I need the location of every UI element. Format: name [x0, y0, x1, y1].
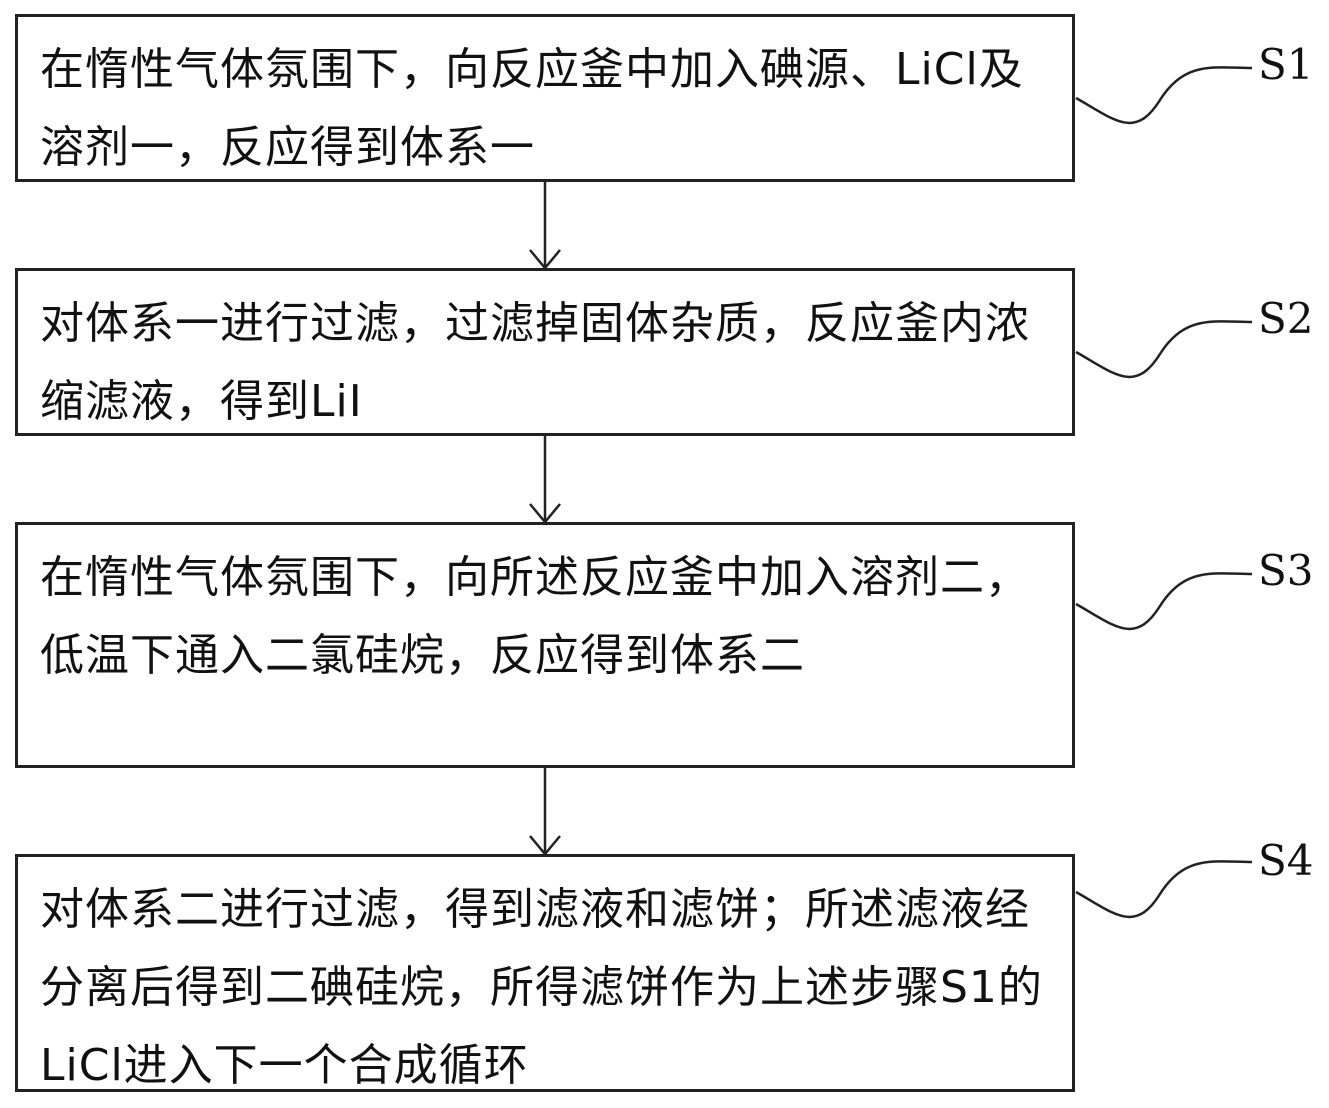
leader-line-s2: [1075, 320, 1253, 379]
step-box-s2: 对体系一进行过滤，过滤掉固体杂质，反应釜内浓缩滤液，得到LiI: [15, 268, 1075, 436]
step-box-s4: 对体系二进行过滤，得到滤液和滤饼；所述滤液经分离后得到二碘硅烷，所得滤饼作为上述…: [15, 854, 1075, 1092]
step-label-s2: S2: [1258, 294, 1314, 343]
leader-line-s4: [1075, 860, 1253, 919]
step-label-s4: S4: [1258, 836, 1314, 885]
step-box-s1: 在惰性气体氛围下，向反应釜中加入碘源、LiCl及溶剂一，反应得到体系一: [15, 14, 1075, 182]
step-text-s2: 对体系一进行过滤，过滤掉固体杂质，反应釜内浓缩滤液，得到LiI: [40, 298, 1030, 427]
step-text-s1: 在惰性气体氛围下，向反应釜中加入碘源、LiCl及溶剂一，反应得到体系一: [40, 44, 1024, 173]
step-label-s1: S1: [1258, 40, 1314, 89]
step-text-s4: 对体系二进行过滤，得到滤液和滤饼；所述滤液经分离后得到二碘硅烷，所得滤饼作为上述…: [40, 884, 1043, 1091]
step-text-s3: 在惰性气体氛围下，向所述反应釜中加入溶剂二，低温下通入二氯硅烷，反应得到体系二: [40, 552, 1030, 681]
leader-line-s3: [1075, 572, 1253, 631]
step-label-s3: S3: [1258, 546, 1314, 595]
step-box-s3: 在惰性气体氛围下，向所述反应釜中加入溶剂二，低温下通入二氯硅烷，反应得到体系二: [15, 522, 1075, 768]
leader-line-s1: [1075, 66, 1253, 125]
